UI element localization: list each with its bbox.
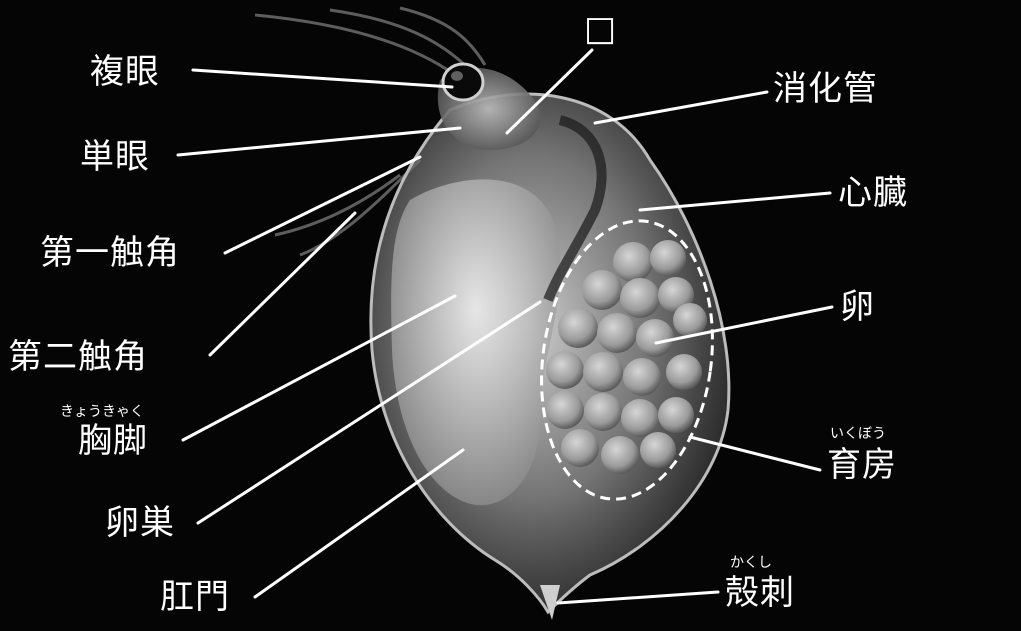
compound-eye [443, 64, 483, 100]
label-kakushi: 殻刺 [725, 576, 795, 610]
label-kuchi: □ [584, 12, 617, 46]
leader-line-shoukakan [595, 92, 767, 123]
label-tangan: 単眼 [80, 140, 150, 174]
label-ransou: 卵巣 [105, 506, 175, 540]
label-ikubou: 育房 [827, 448, 897, 482]
leader-line-tangan [178, 128, 460, 155]
leader-line-kakushi [558, 592, 718, 603]
label-koumon: 肛門 [160, 580, 230, 614]
label-kyoukyaku: 胸脚 [78, 424, 148, 458]
label-dai-ichi-shokkaku: 第一触角 [40, 236, 180, 270]
label-tamago: 卵 [840, 290, 875, 324]
ruby-kakushi: かくし [730, 556, 772, 570]
label-fukugan: 複眼 [90, 55, 160, 89]
ruby-ikubou: いくぼう [830, 427, 886, 441]
leader-line-koumon [255, 450, 463, 597]
label-shoukakan: 消化管 [773, 72, 878, 106]
label-shinzou: 心臓 [838, 176, 908, 210]
label-dai-ni-shokkaku: 第二触角 [8, 340, 148, 374]
ruby-kyoukyaku: きょうきゃく [60, 405, 144, 419]
leader-line-fukugan [193, 70, 452, 87]
